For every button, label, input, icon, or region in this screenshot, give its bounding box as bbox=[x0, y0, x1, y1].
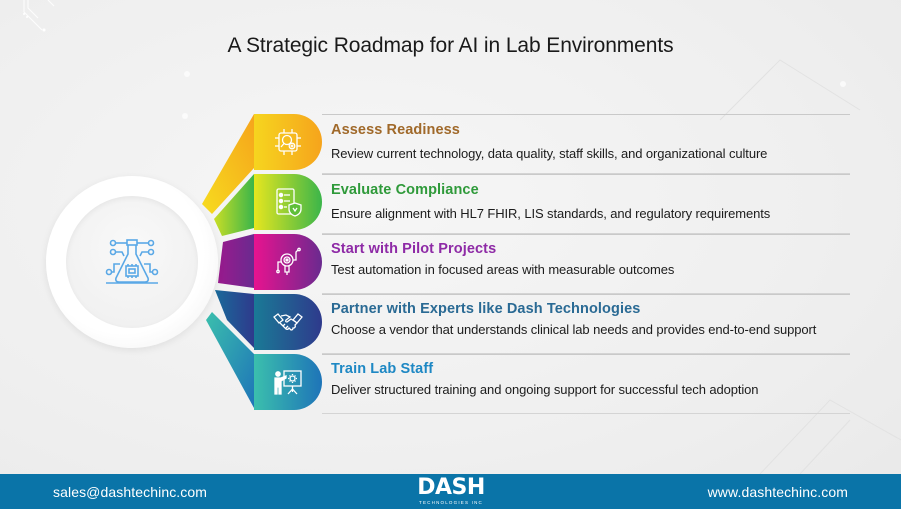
wedge-2 bbox=[214, 174, 254, 236]
step-title: Assess Readiness bbox=[331, 122, 460, 138]
roadmap-steps: Assess Readiness Review current technolo… bbox=[322, 114, 850, 414]
wedge-1 bbox=[202, 114, 254, 214]
step-2-tab bbox=[254, 174, 322, 230]
logo-tagline: TECHNOLOGIES INC bbox=[419, 500, 483, 505]
step-title: Train Lab Staff bbox=[331, 361, 434, 377]
step-description: Deliver structured training and ongoing … bbox=[331, 382, 759, 397]
step-title: Evaluate Compliance bbox=[331, 182, 479, 198]
step-3-tab bbox=[254, 234, 322, 290]
email-link[interactable]: sales@dashtechinc.com bbox=[53, 484, 208, 500]
roadmap-fan bbox=[202, 114, 254, 408]
step-item: Assess Readiness Review current technolo… bbox=[322, 114, 850, 174]
step-4-tab bbox=[254, 294, 322, 350]
logo-wordmark: DASH bbox=[417, 475, 485, 500]
checklist-shield-icon bbox=[276, 188, 302, 217]
step-1-tab bbox=[254, 114, 322, 170]
step-description: Ensure alignment with HL7 FHIR, LIS stan… bbox=[331, 206, 771, 221]
step-item: Train Lab Staff Deliver structured train… bbox=[322, 354, 850, 414]
page-title: A Strategic Roadmap for AI in Lab Enviro… bbox=[227, 34, 674, 57]
website-link[interactable]: www.dashtechinc.com bbox=[707, 484, 848, 500]
chip-magnifier-icon bbox=[275, 129, 301, 155]
wedge-4 bbox=[215, 290, 254, 348]
step-description: Choose a vendor that understands clinica… bbox=[331, 322, 817, 337]
wedge-5 bbox=[206, 312, 254, 408]
step-description: Test automation in focused areas with me… bbox=[331, 262, 675, 277]
step-description: Review current technology, data quality,… bbox=[331, 146, 768, 161]
dash-logo: DASH TECHNOLOGIES INC bbox=[416, 476, 486, 506]
pilot-target-icon bbox=[276, 247, 301, 275]
handshake-icon bbox=[273, 313, 303, 331]
hub-circle bbox=[46, 176, 218, 348]
presenter-board-icon bbox=[274, 370, 302, 395]
step-item: Evaluate Compliance Ensure alignment wit… bbox=[322, 174, 850, 234]
ai-lab-flask-chip-icon bbox=[105, 239, 159, 284]
wedge-3 bbox=[218, 234, 254, 288]
footer-bar: sales@dashtechinc.com DASH TECHNOLOGIES … bbox=[0, 474, 901, 509]
step-title: Start with Pilot Projects bbox=[331, 241, 497, 257]
step-item: Start with Pilot Projects Test automatio… bbox=[322, 234, 850, 294]
step-item: Partner with Experts like Dash Technolog… bbox=[322, 294, 850, 354]
step-title: Partner with Experts like Dash Technolog… bbox=[331, 301, 641, 317]
step-5-tab bbox=[254, 354, 322, 410]
